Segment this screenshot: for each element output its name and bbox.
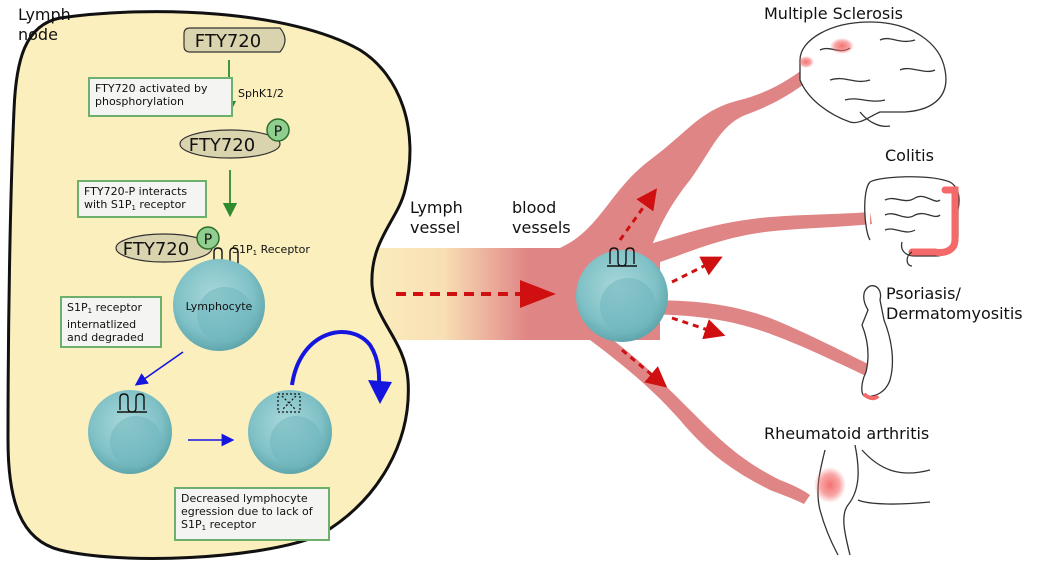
step-text-3a: S1P [67,301,88,314]
disease-multiple-sclerosis: Multiple Sclerosis [764,4,904,23]
fty720-bound-label: FTY720 [123,239,189,260]
phosphate-bound-label: P [204,232,212,248]
step-text-4b: receptor [206,518,257,531]
lymphocyte-nucleus [197,287,253,343]
lymph-node-label-line2: node [18,25,58,44]
lymph-vessel-line1: Lymph [410,198,463,217]
phosphate-group-bound [196,226,220,250]
step-text-2b: receptor [135,198,186,211]
red-arrowhead [520,280,556,308]
blood-lymphocyte-nucleus [600,278,656,334]
lymph-vessel-line2: vessel [410,218,461,237]
blue-curved-arrow [290,330,381,393]
step-text-4-sub: 1 [201,524,207,532]
s1p-receptor-label: S1P1 Receptor [232,243,310,257]
disease-psoriasis-line1: Psoriasis/ [886,284,961,303]
step-text-3-sub: 1 [87,307,93,315]
fty720-p-label: FTY720 [189,135,255,156]
internalized-receptor-icon [117,393,147,413]
blood-vessels-line2: vessels [512,218,571,237]
arm-icon [861,285,894,401]
receptor-sub: 1 [252,249,258,257]
lymph-vessel-label: Lymph vessel [410,198,463,238]
step-text-4a: Decreased lymphocyte egression due to la… [181,492,313,531]
fty720-molecule: FTY720 [183,27,286,53]
blue-curved-arrowhead [368,380,392,404]
step-text-3b: receptor internatlized and degraded [67,301,144,344]
phosphate-group [266,118,290,142]
degraded-nucleus [270,416,322,468]
lymph-node-label-line1: Lymph [18,5,71,24]
degraded-receptor-icon [277,393,301,413]
step-box-egression: Decreased lymphocyte egression due to la… [174,487,330,541]
fty720-label: FTY720 [195,31,261,52]
internalized-nucleus [110,416,162,468]
receptor-suffix: Receptor [257,243,310,256]
blood-vessels-line1: blood [512,198,557,217]
fty720-p-bound: FTY720 P [115,226,220,263]
phosphate-label: P [274,124,282,140]
disease-psoriasis: Psoriasis/ Dermatomyositis [886,284,1023,324]
branch-arrows [618,188,726,388]
step-text-2-sub: 1 [131,204,136,212]
brain-icon [798,21,947,128]
blue-arrow-1 [134,351,184,386]
step-text-1: FTY720 activated by phosphorylation [95,82,208,108]
sphk-label: SphK1/2 [238,87,284,100]
step-text-2a: FTY720-P interacts with S1P [84,185,188,211]
disease-colitis: Colitis [885,146,934,165]
blood-vessels-label: blood vessels [512,198,571,238]
step-box-internalized: S1P1 receptor internatlized and degraded [60,296,162,348]
blood-receptor-icon [607,247,637,267]
disease-rheumatoid-arthritis: Rheumatoid arthritis [764,424,930,443]
step-box-interaction: FTY720-P interacts with S1P1 receptor [77,180,207,218]
disease-psoriasis-line2: Dermatomyositis [886,304,1023,323]
step-box-phosphorylation: FTY720 activated by phosphorylation [88,77,233,117]
lymphocyte-label: Lymphocyte [186,300,253,313]
fty720-p-molecule: FTY720 P [179,118,290,159]
receptor-text: S1P [232,243,253,256]
colon-icon [864,176,960,267]
knee-icon [814,444,931,556]
